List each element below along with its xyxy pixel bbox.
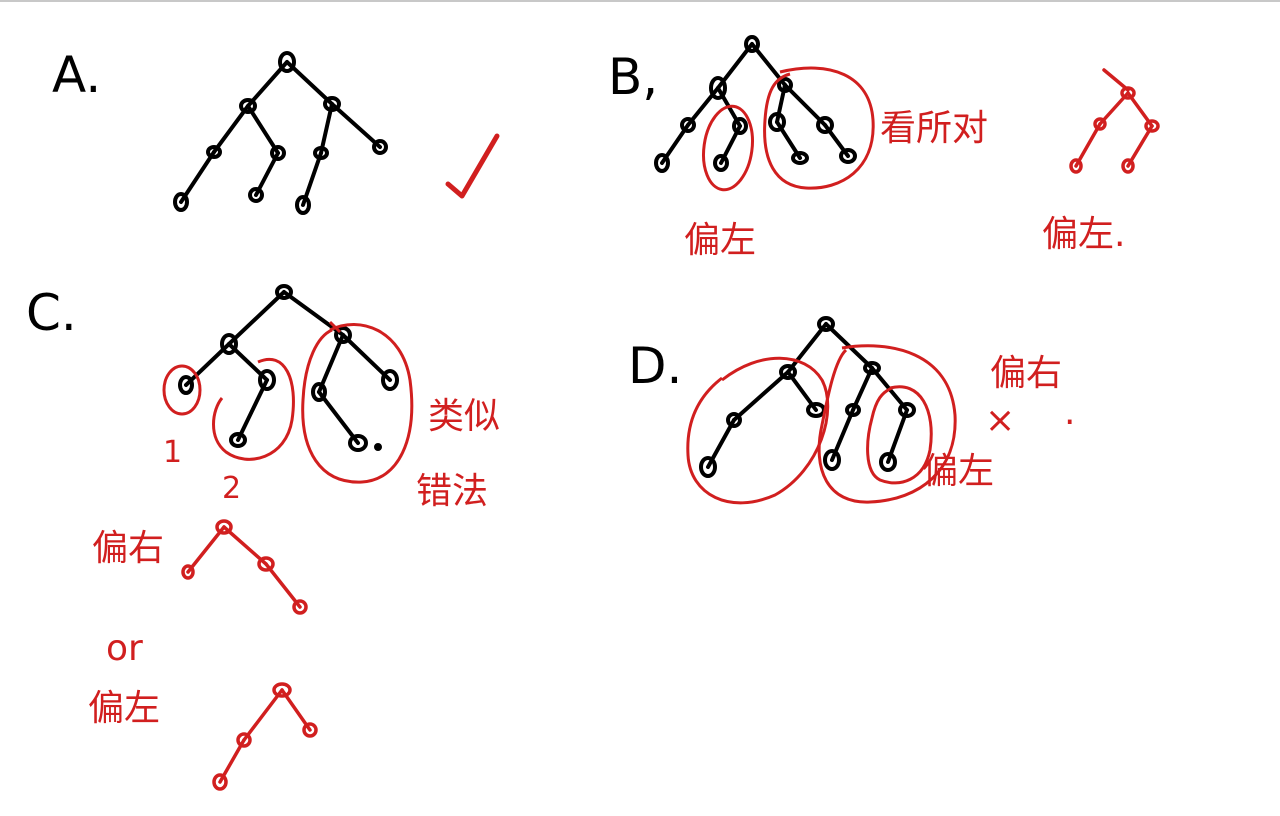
tree-a bbox=[173, 51, 388, 215]
top-divider bbox=[0, 0, 1280, 2]
annotation-b-small: 偏左. bbox=[1042, 214, 1125, 255]
annotation-d-x: × bbox=[985, 400, 1015, 441]
annotation-c-left1: 偏右 bbox=[92, 528, 164, 569]
annotation-d-top: 偏右 bbox=[990, 353, 1062, 394]
label-d: D. bbox=[628, 337, 682, 395]
tree-c-small-1 bbox=[181, 519, 308, 615]
d-annotations bbox=[686, 344, 957, 505]
tree-b-small bbox=[1069, 68, 1160, 174]
annotation-c-or: or bbox=[106, 628, 143, 669]
tree-d bbox=[699, 316, 916, 478]
annotation-c-side2: 错法 bbox=[416, 471, 488, 512]
label-a: A. bbox=[52, 46, 101, 104]
annotation-d-dot: . bbox=[1064, 392, 1075, 433]
check-mark-icon bbox=[445, 133, 500, 199]
annotation-c-num2: 2 bbox=[222, 471, 241, 506]
label-a-group: A. bbox=[52, 46, 101, 104]
b-annotations bbox=[702, 66, 875, 192]
label-b: B, bbox=[608, 48, 658, 106]
annotation-b-left: 偏左 bbox=[684, 220, 756, 261]
annotation-c-num1: 1 bbox=[163, 435, 182, 470]
tree-c-small-2 bbox=[212, 682, 318, 791]
annotation-b-right: 看所对 bbox=[880, 108, 988, 149]
tree-b bbox=[654, 35, 857, 173]
tree-c bbox=[178, 284, 399, 452]
annotation-c-left2: 偏左 bbox=[88, 688, 160, 729]
label-c: C. bbox=[26, 284, 77, 342]
annotation-c-side: 类似 bbox=[428, 396, 500, 437]
annotation-d-right: 偏左 bbox=[922, 451, 994, 492]
c-annotations bbox=[162, 320, 414, 484]
